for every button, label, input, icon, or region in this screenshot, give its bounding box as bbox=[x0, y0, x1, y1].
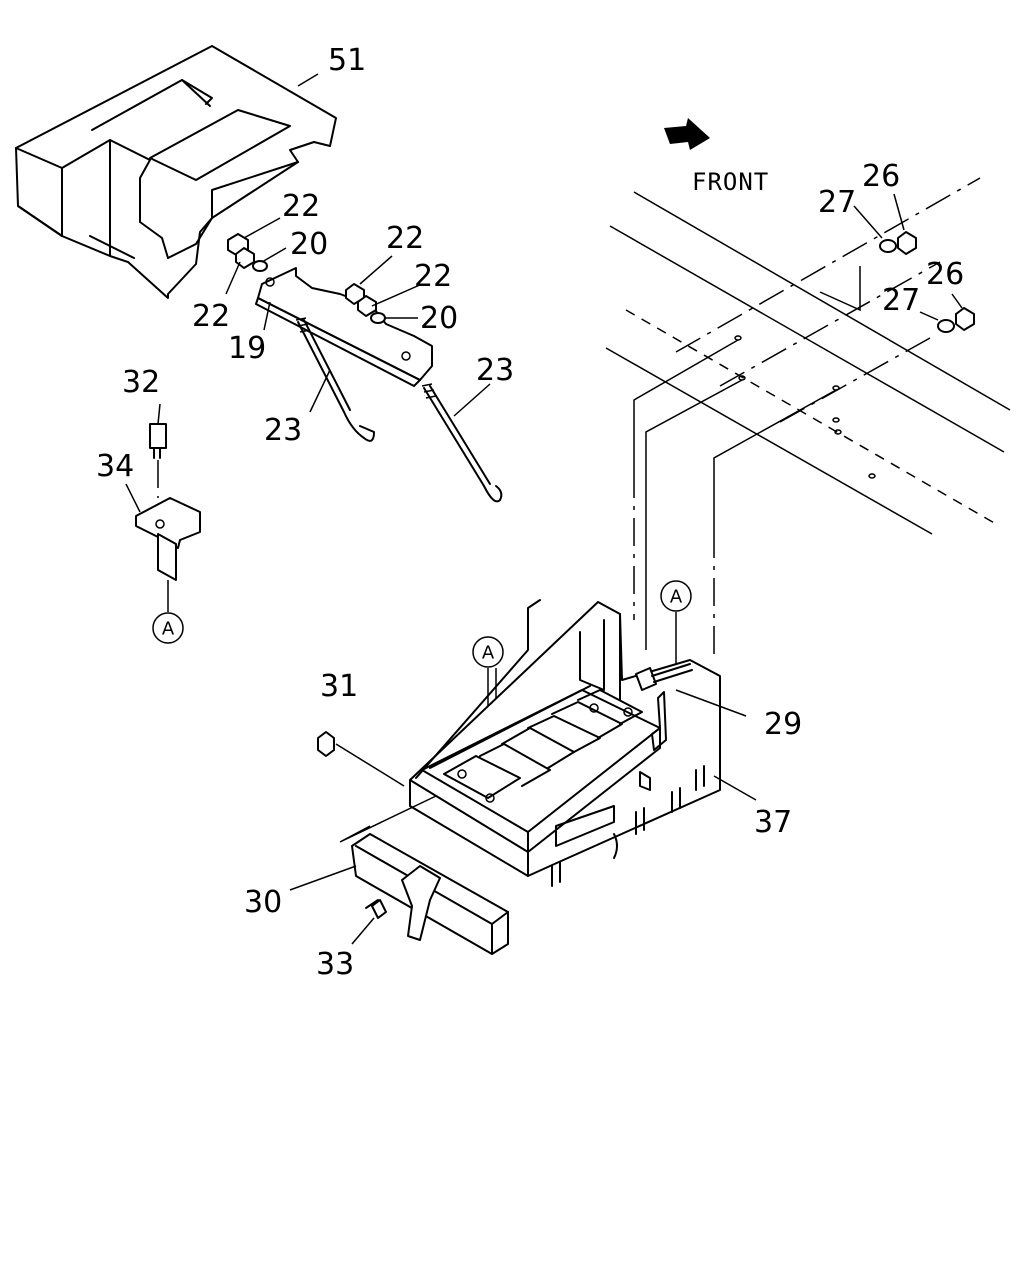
callout-33: 33 bbox=[316, 947, 354, 982]
callout-30: 30 bbox=[244, 885, 282, 920]
callout-51: 51 bbox=[328, 43, 366, 78]
callout-20-b: 20 bbox=[420, 301, 458, 336]
ref-marker-a-1: A bbox=[152, 612, 184, 644]
front-arrow-icon bbox=[664, 118, 710, 150]
callout-22-c: 22 bbox=[386, 221, 424, 256]
callout-22-b: 22 bbox=[192, 299, 230, 334]
frame-fasteners bbox=[853, 193, 975, 333]
ref-marker-text: A bbox=[482, 643, 495, 664]
washer-20-a bbox=[252, 260, 268, 272]
callout-31: 31 bbox=[320, 669, 358, 704]
ref-marker-a-2: A bbox=[660, 580, 692, 612]
callout-37: 37 bbox=[754, 805, 792, 840]
hold-down-assembly bbox=[227, 233, 503, 503]
callout-22-a: 22 bbox=[282, 189, 320, 224]
battery-tray bbox=[409, 599, 721, 887]
leader-lines-lower bbox=[289, 689, 757, 945]
callout-26-a: 26 bbox=[862, 159, 900, 194]
clamp-bar-30 bbox=[339, 795, 509, 955]
bracket-34 bbox=[125, 403, 201, 612]
callout-29: 29 bbox=[764, 707, 802, 742]
callout-34: 34 bbox=[96, 449, 134, 484]
ref-marker-text: A bbox=[670, 587, 683, 608]
callout-23-b: 23 bbox=[476, 353, 514, 388]
callout-20-a: 20 bbox=[290, 227, 328, 262]
callout-27-a: 27 bbox=[818, 185, 856, 220]
front-label: FRONT bbox=[692, 168, 769, 196]
ref-marker-text: A bbox=[162, 619, 175, 640]
washer-27-b bbox=[937, 319, 955, 333]
washer-20-b bbox=[370, 312, 386, 324]
nut-22-d bbox=[357, 295, 377, 317]
nut-31 bbox=[317, 731, 335, 757]
callout-32: 32 bbox=[122, 365, 160, 400]
ref-marker-a-3: A bbox=[472, 636, 504, 668]
callout-19: 19 bbox=[228, 331, 266, 366]
leader-lines bbox=[225, 73, 491, 417]
nut-22-b bbox=[235, 247, 255, 269]
washer-27-a bbox=[879, 239, 897, 253]
frame-rails bbox=[605, 177, 1011, 535]
callout-27-b: 27 bbox=[882, 283, 920, 318]
callout-26-b: 26 bbox=[926, 257, 964, 292]
nut-26-a bbox=[897, 231, 917, 255]
callout-22-d: 22 bbox=[414, 259, 452, 294]
callout-23-a: 23 bbox=[264, 413, 302, 448]
nut-26-b bbox=[955, 307, 975, 331]
battery-cover bbox=[15, 45, 337, 299]
